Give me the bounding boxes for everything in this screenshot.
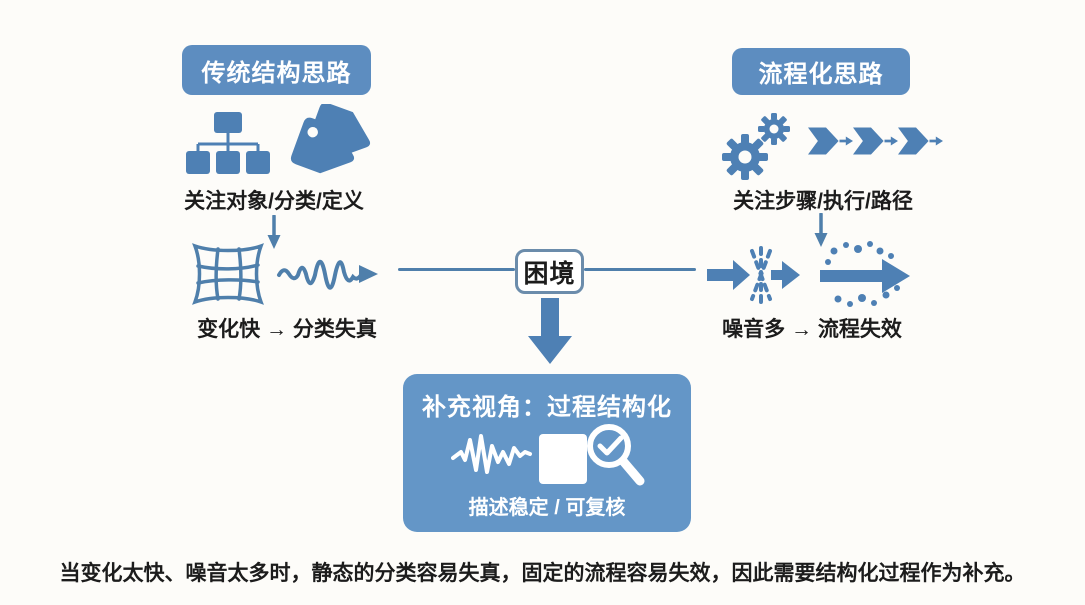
thick-down-arrow-icon [527,298,573,366]
dilemma-label: 困境 [523,259,576,288]
supplement-panel: 补充视角：过程结构化 描述稳定 / 可复核 [403,374,691,532]
footer-caption: 当变化太快、噪音太多时，静态的分类容易失真，固定的流程容易失效，因此需要结构化过… [59,562,1026,585]
right-problem-label: 噪音多 → 流程失效 [722,318,902,341]
right-branch-header-label: 流程化思路 [758,61,884,88]
left-problem-label: 变化快 → 分类失真 [197,318,377,341]
org-chart-icon [184,110,272,178]
noise-burst-arrow-icon [706,246,802,304]
left-branch-header: 传统结构思路 [182,45,371,95]
down-arrow-icon [266,215,282,251]
connector-line-right [584,268,696,271]
scattered-dots-arrow-icon [818,239,914,307]
left-focus-label: 关注对象/分类/定义 [184,190,364,213]
warped-grid-icon [190,239,266,309]
right-focus-label: 关注步骤/执行/路径 [733,190,913,213]
down-arrow-icon [813,213,829,249]
right-branch-header: 流程化思路 [732,48,910,95]
waveform-icon [451,424,536,484]
left-branch-header-label: 传统结构思路 [201,59,352,87]
chevron-flow-icon [808,124,943,158]
supplement-panel-caption: 描述稳定 / 可复核 [468,497,626,519]
supplement-panel-title: 补充视角：过程结构化 [422,394,672,421]
tags-icon [290,104,372,186]
magnifier-check-icon [537,416,652,492]
gears-icon [718,105,798,187]
connector-line-left [398,268,515,271]
dilemma-box: 困境 [515,249,584,294]
wavy-arrow-icon [276,243,388,303]
